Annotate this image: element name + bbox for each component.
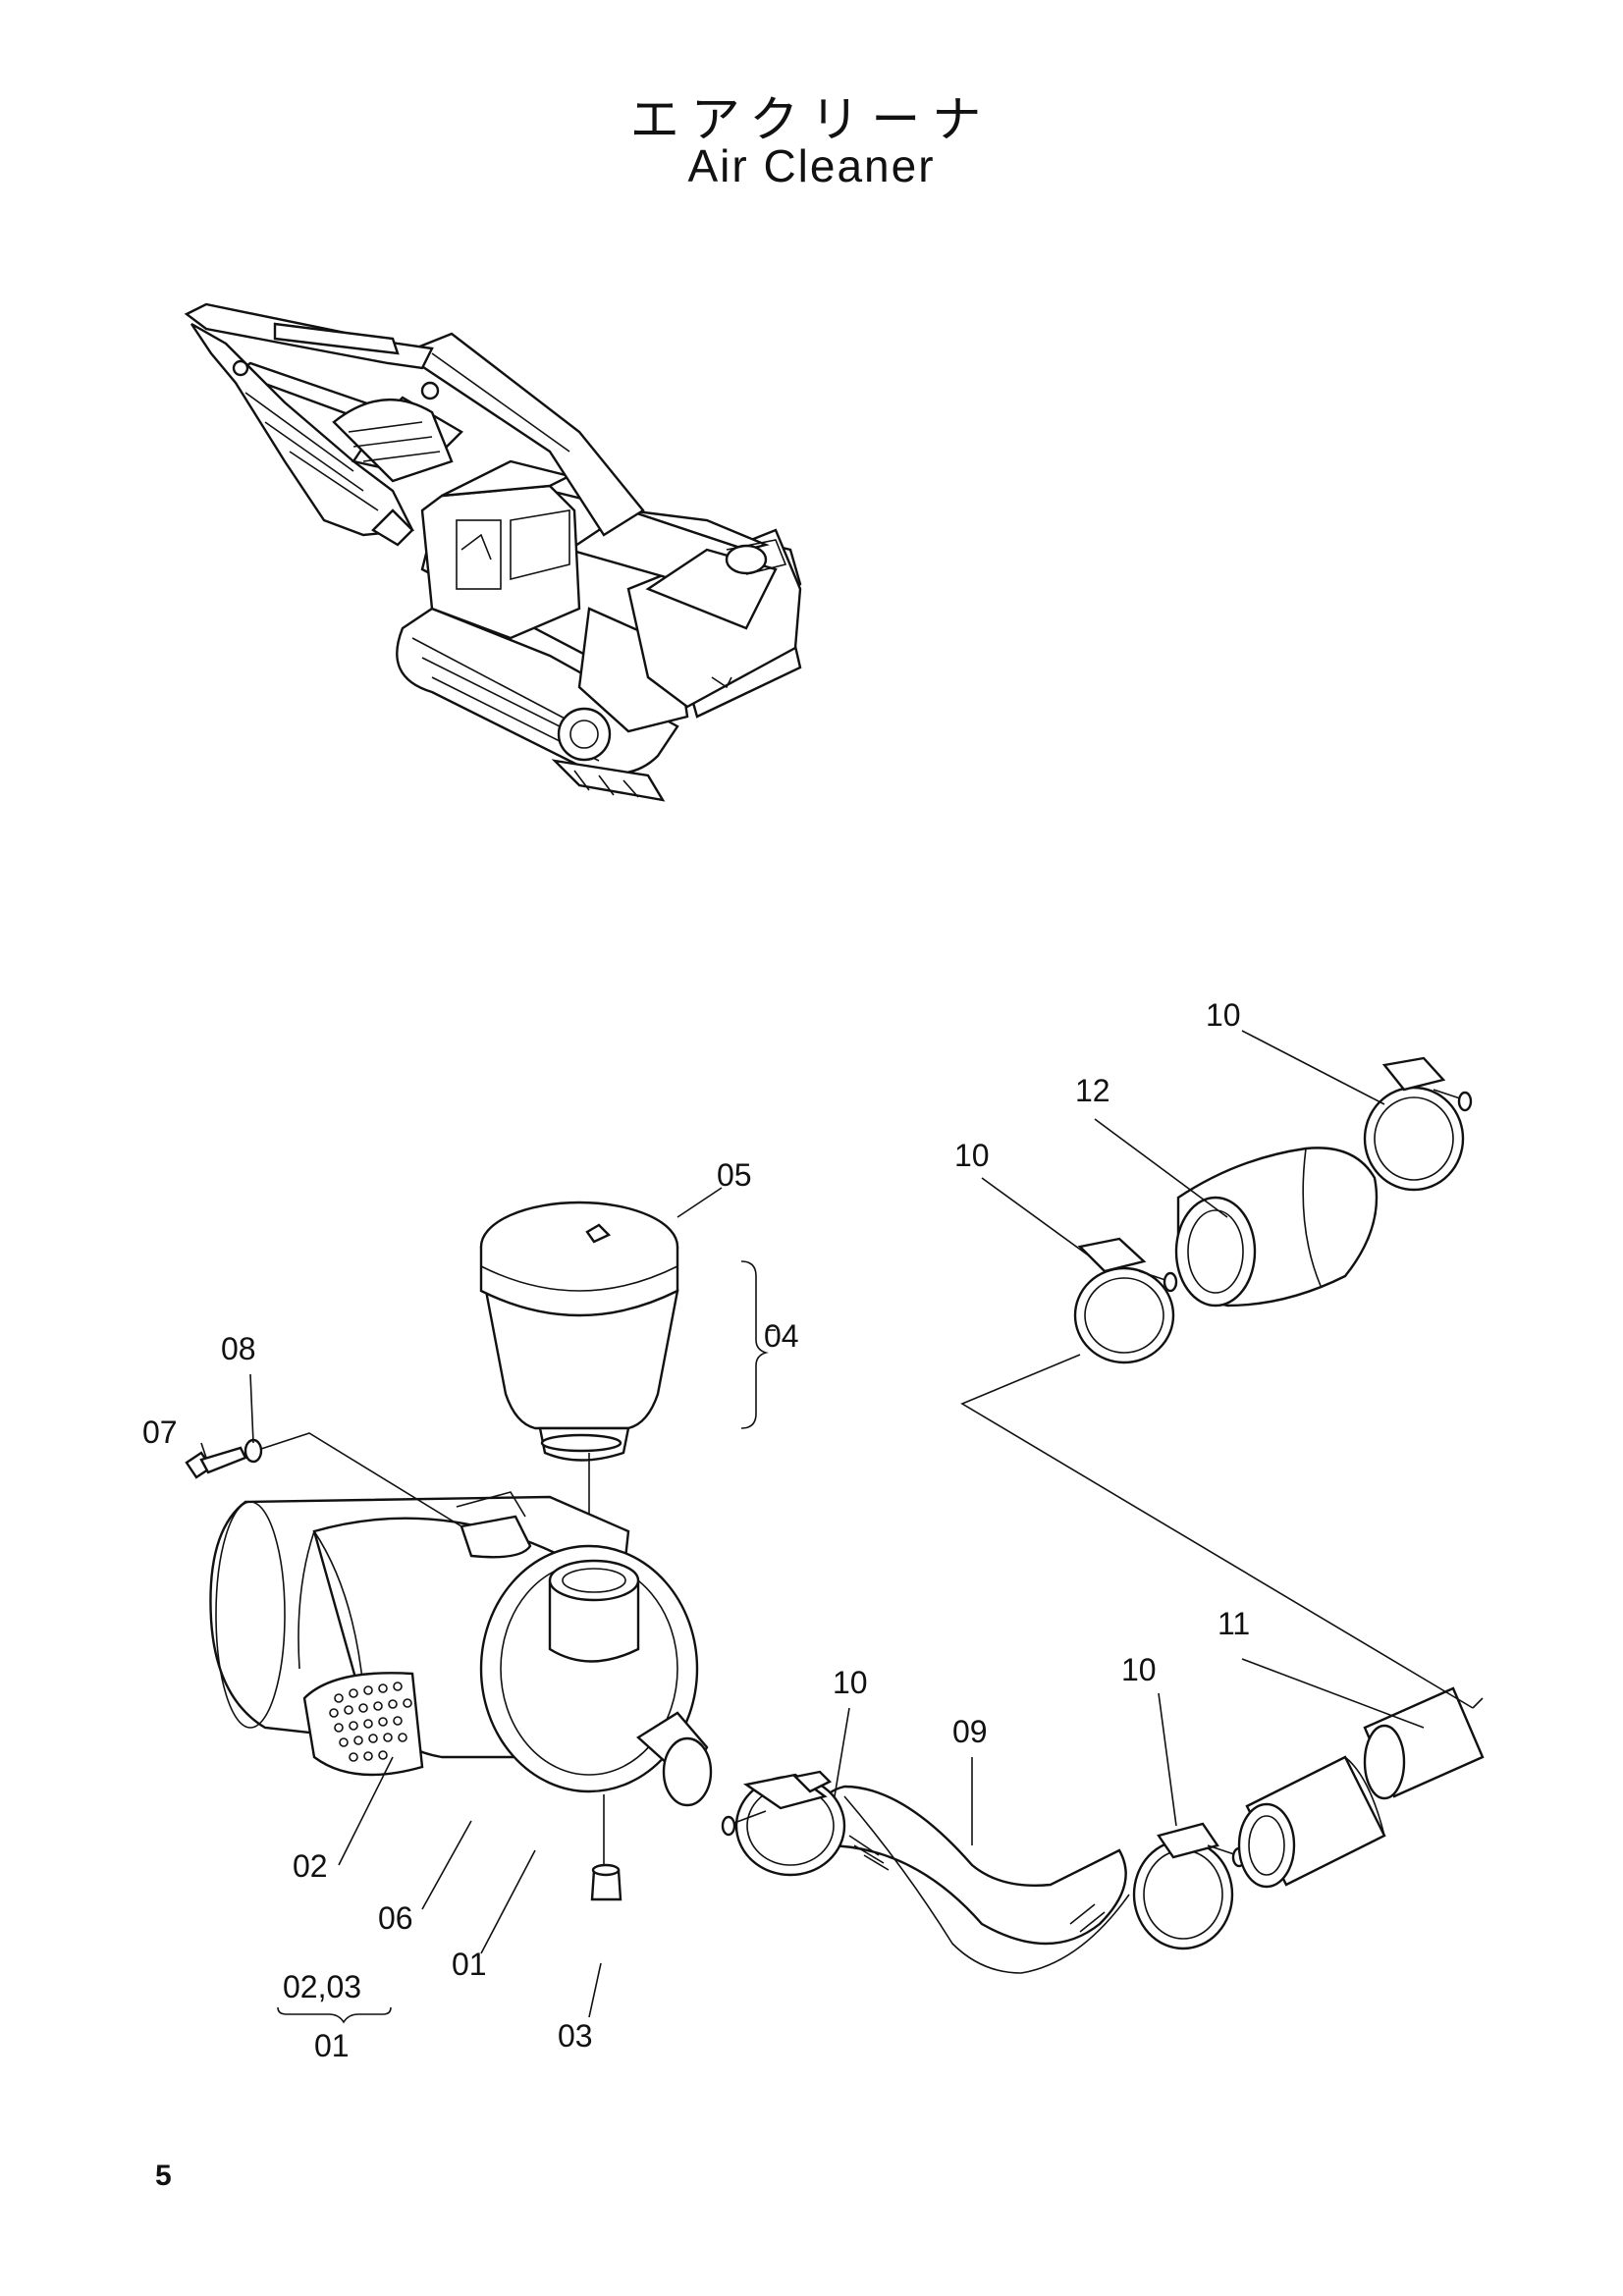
leader-lines bbox=[200, 1030, 1425, 2018]
excavator-illustration bbox=[184, 302, 802, 802]
page-title-japanese: エアクリーナ bbox=[629, 91, 994, 148]
label-12: 12 bbox=[1075, 1073, 1110, 1108]
hose-clamp-upper-left bbox=[1073, 1237, 1178, 1364]
label-10-lower-right: 10 bbox=[1121, 1652, 1157, 1687]
label-09: 09 bbox=[952, 1714, 988, 1749]
routing-line-end bbox=[1472, 1697, 1484, 1709]
label-02: 02 bbox=[293, 1848, 328, 1884]
hose-clamp-lower-left bbox=[721, 1770, 846, 1877]
label-10-lower-left: 10 bbox=[833, 1665, 868, 1700]
label-08: 08 bbox=[221, 1331, 256, 1366]
label-10-upper-right: 10 bbox=[1206, 997, 1241, 1033]
label-05: 05 bbox=[717, 1157, 752, 1193]
label-06: 06 bbox=[378, 1900, 413, 1936]
label-07: 07 bbox=[142, 1415, 178, 1450]
elbow-hose bbox=[817, 1785, 1130, 1974]
label-04: 04 bbox=[764, 1318, 799, 1354]
pre-cleaner-assembly bbox=[479, 1201, 769, 1590]
label-11: 11 bbox=[1217, 1606, 1250, 1641]
label-01: 01 bbox=[452, 1947, 487, 1982]
routing-line bbox=[960, 1354, 1474, 1709]
note-top: 02,03 bbox=[283, 1969, 361, 2004]
hose-clamp-lower-right bbox=[1132, 1822, 1247, 1950]
label-10-upper-left: 10 bbox=[954, 1138, 990, 1173]
straight-hose-lower bbox=[1237, 1686, 1485, 1889]
note-bottom: 01 bbox=[314, 2028, 350, 2063]
page-number: 5 bbox=[155, 2160, 172, 2192]
label-03: 03 bbox=[558, 2018, 593, 2054]
subassembly-note: 02,03 01 bbox=[277, 1969, 392, 2063]
hose-clamp-upper-right bbox=[1363, 1056, 1473, 1192]
air-cleaner-body bbox=[209, 1491, 713, 1901]
page-title-english: Air Cleaner bbox=[687, 140, 936, 191]
straight-hose-upper bbox=[1174, 1147, 1379, 1308]
